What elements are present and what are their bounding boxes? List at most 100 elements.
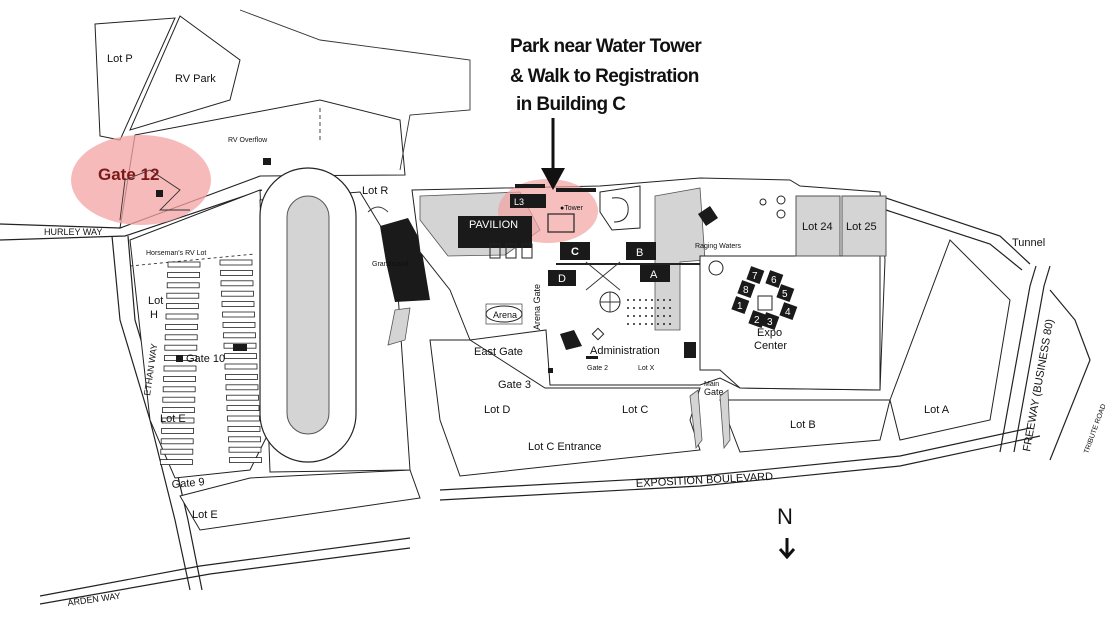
lot-24-label: Lot 24 <box>802 221 833 233</box>
dot <box>645 307 647 309</box>
parking-row <box>222 321 256 328</box>
callout-line-3: in Building C <box>516 94 626 115</box>
dot <box>645 323 647 325</box>
lot-e-lower-label: Lot E <box>192 509 218 521</box>
parking-row <box>221 290 254 297</box>
expo-block <box>737 280 756 299</box>
horsemans-dashed-line <box>129 253 256 267</box>
expo-block <box>776 284 795 303</box>
lot-r-label: Lot R <box>362 185 388 197</box>
compass-arrow <box>778 538 796 560</box>
expo-block-number: 1 <box>737 301 743 312</box>
arden-way-road <box>39 537 411 605</box>
freeway-road <box>999 265 1051 453</box>
arena-gate-label: Arena Gate <box>532 284 542 330</box>
l3-building <box>510 194 546 208</box>
expo-circle <box>708 260 724 276</box>
east-paved <box>654 187 706 331</box>
dot <box>639 315 641 317</box>
expo-block <box>746 266 765 285</box>
tower-bar <box>556 188 596 192</box>
expo-block-number: 2 <box>754 315 760 326</box>
gate-2-marker <box>586 356 598 359</box>
expo-block-number: 7 <box>752 271 758 282</box>
parking-row <box>227 415 260 422</box>
north-road <box>239 9 471 171</box>
dot <box>627 299 629 301</box>
gate-3-label: Gate 3 <box>498 379 531 391</box>
exposition-blvd-road <box>439 427 1041 501</box>
small-building-3 <box>521 243 533 259</box>
lot-h-label-2: H <box>150 309 158 321</box>
dot <box>651 299 653 301</box>
dot <box>663 299 665 301</box>
dot <box>627 323 629 325</box>
horsemans-label: Horseman's RV Lot <box>146 250 206 257</box>
parking-row <box>221 301 255 308</box>
parking-row <box>226 405 260 412</box>
dot <box>663 323 665 325</box>
dot <box>663 307 665 309</box>
parking-row <box>162 386 196 393</box>
dot <box>627 315 629 317</box>
dot <box>669 299 671 301</box>
dot <box>657 315 659 317</box>
building-b-label: B <box>636 247 643 259</box>
parking-row <box>162 396 196 403</box>
compass-letter: N <box>777 504 793 529</box>
hurley-way-label: HURLEY WAY <box>44 227 102 237</box>
lot-b-label: Lot B <box>790 419 816 431</box>
tunnel-label: Tunnel <box>1012 237 1045 249</box>
gate-10-label: Gate 10 <box>186 353 225 365</box>
raging-waters-slide <box>611 197 629 223</box>
dot <box>651 315 653 317</box>
expo-block <box>761 312 780 331</box>
dot <box>645 315 647 317</box>
rv-park-label: RV Park <box>175 73 216 85</box>
parking-row <box>225 384 259 391</box>
pavilion-building <box>458 216 532 248</box>
dot <box>657 299 659 301</box>
parking-row <box>219 259 253 266</box>
lot-d-c-outline <box>429 339 701 477</box>
arena-label: Arena <box>493 310 517 320</box>
main-gate-label-2: Gate <box>704 387 724 397</box>
lot-c-label: Lot C <box>622 404 648 416</box>
parking-row <box>229 457 262 464</box>
parking-row <box>220 269 253 276</box>
lot-h-label-1: Lot <box>148 295 163 307</box>
building-d <box>548 270 576 286</box>
expo-label-1: Expo <box>757 327 782 339</box>
dot <box>639 323 641 325</box>
dot <box>669 323 671 325</box>
dot <box>633 315 635 317</box>
building-c-label: C <box>571 246 579 258</box>
gate-3-marker <box>548 368 553 373</box>
dot <box>669 315 671 317</box>
tribute-road <box>1049 289 1091 461</box>
rv-overflow-marker <box>263 158 271 165</box>
lot-d-label: Lot D <box>484 404 510 416</box>
expo-block-number: 5 <box>782 289 788 300</box>
main-gate-median <box>689 389 703 450</box>
east-gate-label: East Gate <box>474 346 523 358</box>
gate-9-label: Gate 9 <box>171 476 205 491</box>
callout-line-1: Park near Water Tower <box>510 36 702 57</box>
lot-e-lower-outline <box>179 469 421 531</box>
gate-2-label: Gate 2 <box>587 365 608 372</box>
parking-row <box>163 365 197 372</box>
callout-line-2: & Walk to Registration <box>510 66 699 87</box>
dot <box>657 323 659 325</box>
grandstand-building <box>380 218 430 302</box>
dot <box>651 307 653 309</box>
lot-x-building <box>684 342 696 358</box>
l3-label: L3 <box>514 197 524 207</box>
rv-park-outline <box>129 15 241 131</box>
dot <box>645 299 647 301</box>
dot-grid <box>627 299 671 325</box>
gate-12-highlight <box>71 135 211 225</box>
lot-24-marker-2 <box>776 195 786 205</box>
dot <box>651 323 653 325</box>
